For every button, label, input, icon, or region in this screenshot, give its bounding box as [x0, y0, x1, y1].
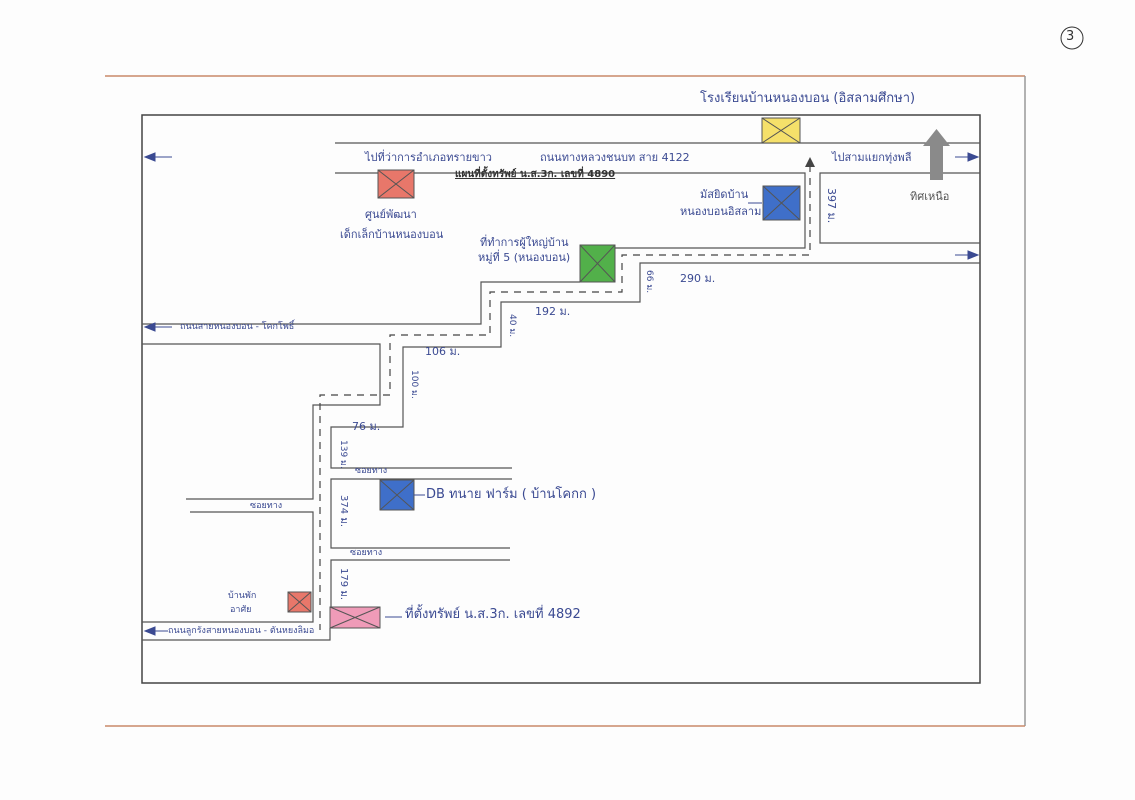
childcare-label-2: เด็กเล็กบ้านหนองบอน	[340, 228, 444, 241]
page-number: 3	[1066, 29, 1075, 44]
school-marker-icon	[761, 117, 801, 144]
distance-106: 106 ม.	[425, 345, 461, 358]
map-frame	[141, 114, 981, 684]
farm-label: DB ทนาย ฟาร์ม ( บ้านโคกก )	[426, 487, 597, 502]
to-junction-label: ไปสามแยกทุ่งพลี	[832, 151, 912, 164]
house-marker-icon	[287, 591, 312, 613]
childcare-label-1: ศูนย์พัฒนา	[365, 208, 417, 221]
childcare-marker-icon	[377, 169, 415, 199]
map-title: แผนที่ตั้งทรัพย์ น.ส.3ก. เลขที่ 4890	[455, 169, 616, 180]
page-number-circle	[1060, 26, 1084, 50]
distance-290: 290 ม.	[680, 272, 716, 285]
mosque-marker-icon	[762, 185, 801, 221]
distance-76: 76 ม.	[352, 420, 381, 433]
bottom-road-label: ถนนลูกรังสายหนองบอน - ตันหยงลิมอ	[168, 626, 315, 636]
distance-100: 100 ม.	[409, 370, 419, 399]
north-arrow-icon	[923, 129, 950, 180]
village-office-label-2: หมู่ที่ 5 (หนองบอน)	[478, 251, 571, 264]
school-label: โรงเรียนบ้านหนองบอน (อิสลามศึกษา)	[700, 91, 916, 106]
route-arrow-icon	[805, 157, 815, 167]
arrow-left-icon	[143, 322, 172, 332]
alley-label-3: ซอยทาง	[350, 548, 383, 558]
distance-66: 66 ม.	[644, 270, 654, 294]
farm-marker-icon	[379, 479, 415, 511]
mosque-label-1: มัสยิดบ้าน	[700, 188, 749, 201]
village-office-marker-icon	[579, 244, 616, 283]
house-label-1: บ้านพัก	[228, 591, 257, 601]
distance-374: 374 ม.	[338, 495, 349, 528]
arrow-right-icon	[955, 152, 980, 162]
arrow-right-icon	[955, 250, 980, 260]
house-label-2: อาศัย	[230, 605, 252, 615]
arrow-left-icon	[143, 626, 168, 636]
to-district-label: ไปที่ว่าการอำเภอทรายขาว	[365, 151, 492, 164]
north-label: ทิศเหนือ	[910, 190, 950, 203]
distance-192: 192 ม.	[535, 305, 571, 318]
roads	[142, 142, 980, 641]
middle-road-label: ถนนสายหนองบอน - โคกโพธิ์	[180, 322, 295, 332]
distance-40: 40 ม.	[507, 314, 517, 338]
village-office-label-1: ที่ทำการผู้ใหญ่บ้าน	[480, 236, 569, 249]
distance-139: 139 ม.	[338, 440, 348, 469]
route-dashed-line	[319, 165, 811, 630]
mosque-label-2: หนองบอนอิสลาม	[680, 205, 762, 218]
alley-label-1: ซอยทาง	[355, 466, 388, 476]
arrow-left-icon	[143, 152, 172, 162]
main-road-label: ถนนทางหลวงชนบท สาย 4122	[540, 151, 690, 164]
alley-label-2: ซอยทาง	[250, 501, 283, 511]
property-marker-icon	[329, 606, 381, 629]
distance-179: 179 ม.	[338, 568, 349, 601]
distance-397: 397 ม.	[825, 188, 838, 224]
property-label: ที่ตั้งทรัพย์ น.ส.3ก. เลขที่ 4892	[405, 607, 581, 622]
